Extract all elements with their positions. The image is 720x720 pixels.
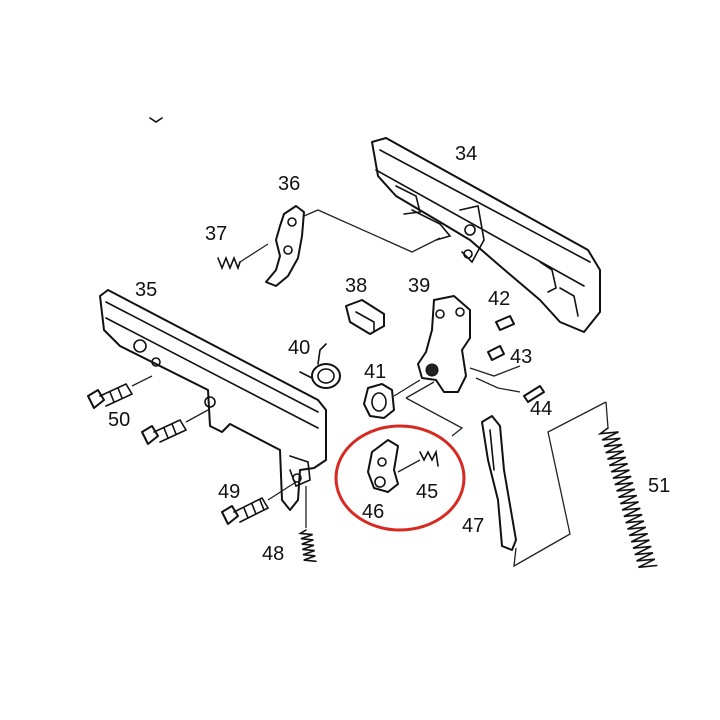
leader-50-lower [185,409,209,423]
part-37-spring [217,243,269,271]
label-37: 37 [205,223,227,245]
leader-51 [605,401,609,429]
spring51-coil [597,427,658,569]
part-48-spring [297,529,317,563]
leader-50-upper [131,375,153,387]
leader-39-46 [405,381,464,437]
part-35-frame-rail [99,289,327,511]
label-35: 35 [135,279,157,301]
label-46: 46 [362,501,384,523]
part-46-sear [367,439,399,493]
part-40-spring [299,343,341,389]
label-42: 42 [488,288,510,310]
leader-41 [393,379,421,397]
leader-43 [469,365,521,377]
label-41: 41 [364,361,386,383]
leader-36 [303,209,441,253]
label-43: 43 [510,346,532,368]
leader-45 [397,459,421,473]
label-51: 51 [648,475,670,497]
label-38: 38 [345,275,367,297]
label-39: 39 [408,275,430,297]
part-41-bushing [363,383,395,419]
leader-44 [475,377,521,393]
part-39-hammer [417,295,471,393]
part-34-frame-rail [371,137,601,333]
part-50-screw-lower [141,409,209,445]
label-50: 50 [108,409,130,431]
part-36-lever [265,205,305,287]
label-49: 49 [218,481,240,503]
part-47-trigger-bar [481,415,517,551]
label-44: 44 [530,398,552,420]
part-43-pin [469,345,521,377]
spring48-coil [297,529,317,563]
stray-mark [149,117,163,123]
label-40: 40 [288,337,310,359]
label-36: 36 [278,173,300,195]
part-49-screw [221,481,297,525]
highlight-ring [334,424,466,532]
leader-37 [239,243,269,263]
label-47: 47 [462,515,484,537]
part-45-spring [397,449,439,473]
label-45: 45 [416,481,438,503]
part-50-screw-upper [87,375,153,409]
leader-47-51 [513,401,607,568]
part-38-block [345,299,385,335]
part-51-spring [597,427,658,569]
part-42-pin [495,315,515,331]
label-48: 48 [262,543,284,565]
label-34: 34 [455,143,477,165]
leader-49 [267,481,297,501]
part-44-pin [475,377,545,403]
